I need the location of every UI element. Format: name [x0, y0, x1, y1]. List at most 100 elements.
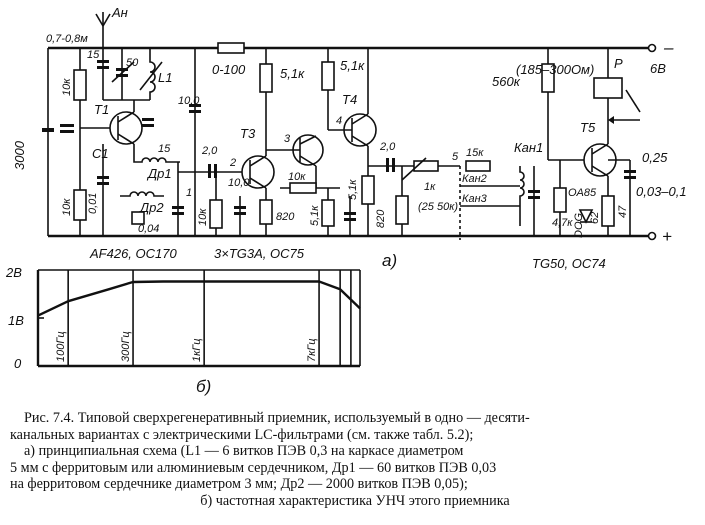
- cap-c1-a: [97, 176, 109, 179]
- label-r51k-c: 5,1к: [309, 205, 321, 226]
- resistor-15k: [465, 160, 491, 172]
- label-c15-mid: 15: [158, 143, 171, 155]
- cap-025-a: [624, 170, 636, 173]
- label-c47: 47: [617, 205, 629, 218]
- label-c1: C1: [92, 146, 109, 161]
- resistor-820-b: [395, 195, 409, 225]
- label-t3: T3: [240, 126, 256, 141]
- resistor-560k: [541, 63, 555, 93]
- filter-inductor: [519, 166, 525, 226]
- cap-t4-b: [344, 218, 356, 221]
- label-r10k-t3: 10к: [197, 208, 209, 226]
- label-t1: T1: [94, 102, 109, 117]
- label-6v: 6В: [650, 61, 666, 76]
- chart-ytick-1v: 1В: [8, 313, 24, 328]
- cap-2-left-a: [208, 164, 211, 178]
- label-c10: 10,0: [178, 95, 200, 107]
- resistor-51k-c: [321, 199, 335, 227]
- resistor-820-a: [259, 199, 273, 225]
- antenna-symbol: [95, 12, 111, 48]
- figure-caption: Рис. 7.4. Типовой сверхрегенеративный пр…: [10, 410, 700, 510]
- label-t5: T5: [580, 120, 596, 135]
- cap-004-a: [172, 206, 184, 209]
- label-t4: T4: [342, 92, 357, 107]
- label-t3-type: 3×TG3A, OC75: [214, 246, 305, 261]
- resistor-10k-mid: [289, 182, 317, 194]
- label-c025: 0,25: [642, 150, 668, 165]
- label-t5-type: TG50, OC74: [532, 256, 606, 271]
- label-l1: L1: [158, 70, 172, 85]
- label-r51k-a: 5,1к: [280, 66, 305, 81]
- resistor-10k-top: [73, 69, 87, 101]
- chart-ytick-0: 0: [14, 356, 22, 371]
- label-node5: 5: [452, 151, 459, 163]
- trimmer-arrow: [111, 61, 135, 83]
- label-dog: DOG: [573, 213, 585, 239]
- label-r1k: 1к: [424, 181, 436, 193]
- label-dr1: Др1: [146, 166, 172, 181]
- label-c2-right: 2,0: [379, 141, 396, 153]
- terminal-minus: [647, 43, 657, 53]
- label-diode: OA85: [568, 187, 597, 199]
- label-c15-top: 15: [87, 49, 100, 61]
- cap-50-a: [116, 68, 128, 71]
- cap-025-b: [624, 176, 636, 179]
- inductor-l1-core: [139, 61, 163, 91]
- resistor-0-100: [217, 42, 245, 54]
- resistor-51k-a: [259, 63, 273, 93]
- cap-3000-top: [60, 124, 74, 127]
- label-minus: –: [663, 38, 674, 57]
- chart-ytick-2v: 2В: [5, 265, 22, 280]
- label-t1-type: AF426, OC170: [89, 246, 177, 261]
- label-c003: 0,03–0,1: [636, 184, 687, 199]
- inductor-l1: [149, 48, 156, 100]
- caption-line-2: канальных вариантах с электрическими LC-…: [10, 426, 474, 443]
- cap-3000-plate: [42, 128, 54, 132]
- cap-10-a: [189, 104, 201, 107]
- choke-dr2: [120, 191, 164, 197]
- cap-3000-bottom: [60, 130, 74, 133]
- label-r820-b: 820: [375, 209, 387, 228]
- filter-cap-b: [528, 196, 540, 199]
- chart-response-line: [37, 280, 361, 317]
- label-r10k-bot: 10к: [61, 198, 73, 216]
- caption-line-4: 5 мм с ферритовым или алюминиевым сердеч…: [10, 459, 497, 476]
- resistor-10k-t3: [209, 199, 223, 229]
- label-c3000: 3000: [12, 140, 27, 170]
- resistor-51k-d: [361, 175, 375, 205]
- cap-2-right-b: [392, 158, 395, 172]
- label-r820-a: 820: [276, 211, 295, 223]
- label-antenna-length: 0,7-0,8м: [46, 33, 88, 45]
- cap-15-top-b: [97, 66, 109, 69]
- caption-line-1: Рис. 7.4. Типовой сверхрегенеративный пр…: [24, 410, 530, 426]
- resistor-62: [601, 195, 615, 227]
- label-node2: 2: [229, 157, 236, 169]
- chart-xtick-3: 7кГц: [306, 338, 318, 362]
- cap-10-t3-b: [234, 212, 246, 215]
- chart-xtick-2: 1кГц: [191, 338, 203, 362]
- label-r51k-d: 5,1к: [347, 179, 359, 200]
- label-kan2: Кан2: [462, 173, 487, 185]
- label-r25-50k: (25 50к): [418, 201, 458, 213]
- label-r10k-top: 10к: [61, 78, 73, 96]
- resistor-51k-b: [321, 61, 335, 91]
- cap-50-b: [116, 74, 128, 77]
- caption-line-3: а) принципиальная схема (L1 — 6 витков П…: [24, 443, 464, 460]
- resistor-10k-bottom: [73, 189, 87, 221]
- label-r62: 62: [589, 212, 601, 224]
- label-c10-t3: 10,0: [228, 177, 250, 189]
- relay-contact: [625, 89, 641, 113]
- chart-xtick-0: 100Гц: [55, 331, 67, 362]
- label-r560k: 560к: [492, 74, 521, 89]
- label-panel-a: а): [382, 251, 397, 270]
- choke-dr2-body: [131, 211, 145, 225]
- label-r185: (185–300Ом): [516, 62, 594, 77]
- pot-1k-arrow: [401, 157, 427, 181]
- terminal-plus: [647, 231, 657, 241]
- cap-10-t3-a: [234, 206, 246, 209]
- label-kan1: Кан1: [514, 140, 543, 155]
- cap-10-b: [189, 110, 201, 113]
- cap-2-left-b: [214, 164, 217, 178]
- label-r15k: 15к: [466, 147, 484, 159]
